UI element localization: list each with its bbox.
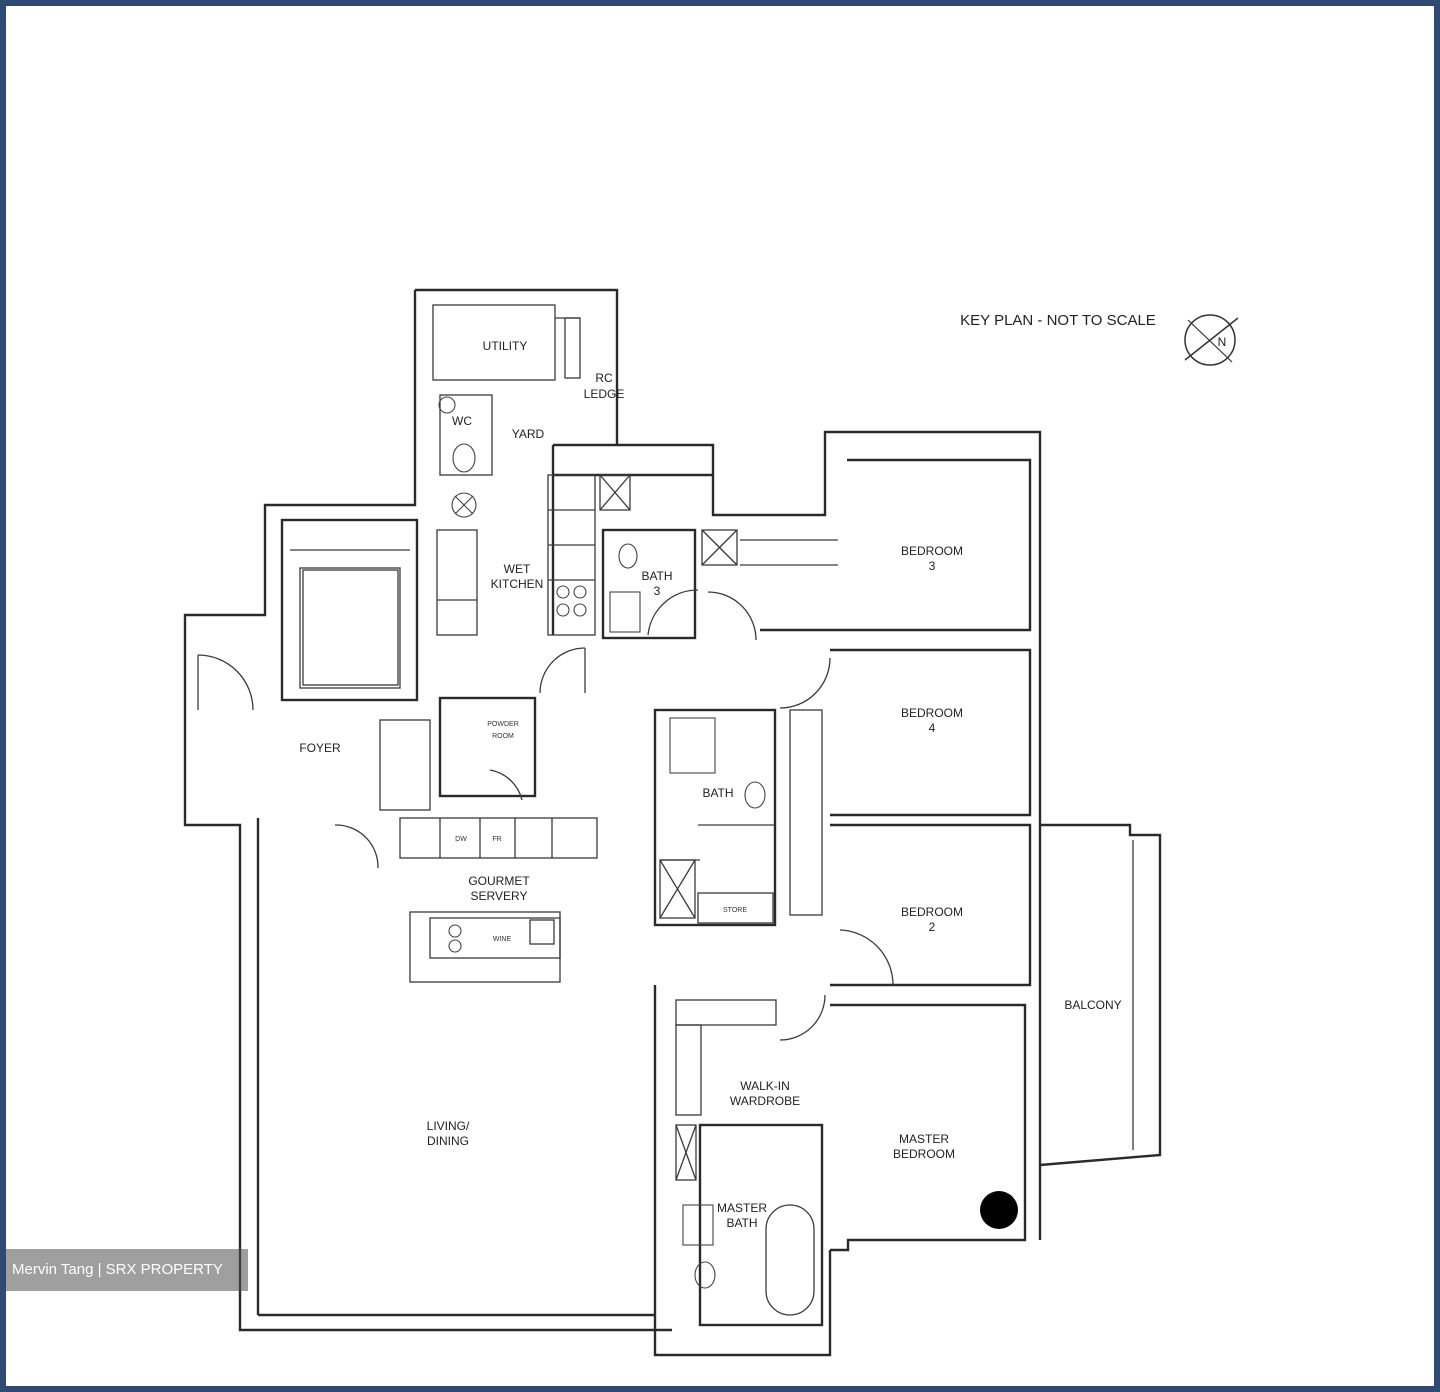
- bedroom3-label-2: 3: [929, 559, 936, 573]
- bedroom4-label-2: 4: [929, 721, 936, 735]
- compass-icon: N: [1184, 314, 1239, 366]
- bath3-toilet-icon: [618, 543, 638, 569]
- bedroom2-label-2: 2: [929, 920, 936, 934]
- bath3-label-1: BATH: [641, 569, 672, 583]
- master-bath-label-1: MASTER: [717, 1201, 767, 1215]
- watermark: Mervin Tang | SRX PROPERTY: [6, 1249, 248, 1291]
- walk-in-wardrobe-label-1: WALK-IN: [740, 1079, 790, 1093]
- utility-label: UTILITY: [483, 339, 528, 353]
- living-dining-label-1: LIVING/: [427, 1119, 470, 1133]
- gourmet-servery-label-1: GOURMET: [468, 874, 530, 888]
- compass-letter: N: [1218, 335, 1227, 349]
- powder-room-label-1: POWDER: [487, 721, 519, 728]
- master-toilet-icon: [694, 1261, 716, 1289]
- rc-ledge-label-1: RC: [595, 371, 613, 385]
- master-bedroom-label-2: BEDROOM: [893, 1147, 955, 1161]
- marker-dot-icon: [980, 1191, 1018, 1229]
- bath2-toilet-icon: [744, 781, 766, 809]
- gourmet-servery-label-2: SERVERY: [471, 889, 528, 903]
- walls: [183, 288, 1162, 1357]
- master-bath-label-2: BATH: [726, 1216, 757, 1230]
- rc-ledge-label-2: LEDGE: [584, 387, 625, 401]
- wc-toilet-icon: [452, 443, 476, 473]
- floor-drain-icon: [451, 492, 477, 518]
- key-plan-label: KEY PLAN - NOT TO SCALE: [960, 312, 1156, 329]
- fridge-label: FR: [492, 836, 501, 843]
- master-bedroom-label-1: MASTER: [899, 1132, 949, 1146]
- store-label: STORE: [723, 907, 747, 914]
- doors: [197, 589, 894, 1041]
- wet-kitchen-label-1: WET: [504, 562, 531, 576]
- walk-in-wardrobe-label-2: WARDROBE: [730, 1094, 800, 1108]
- wc-label: WC: [452, 414, 472, 428]
- dw-label: DW: [455, 836, 467, 843]
- powder-room-label-2: ROOM: [492, 733, 514, 740]
- wet-kitchen-label-2: KITCHEN: [491, 577, 544, 591]
- bath3-label-2: 3: [654, 584, 661, 598]
- fixtures: [438, 396, 1018, 1289]
- labels: KEY PLAN - NOT TO SCALE UTILITY RC LEDGE…: [299, 312, 1155, 1230]
- living-dining-label-2: DINING: [427, 1134, 469, 1148]
- yard-label: YARD: [512, 427, 545, 441]
- bedroom4-label-1: BEDROOM: [901, 706, 963, 720]
- foyer-label: FOYER: [299, 741, 341, 755]
- wine-label: WINE: [493, 936, 512, 943]
- bath2-label: BATH: [702, 786, 733, 800]
- bedroom3-label-1: BEDROOM: [901, 544, 963, 558]
- bedroom2-label-1: BEDROOM: [901, 905, 963, 919]
- balcony-label: BALCONY: [1064, 998, 1121, 1012]
